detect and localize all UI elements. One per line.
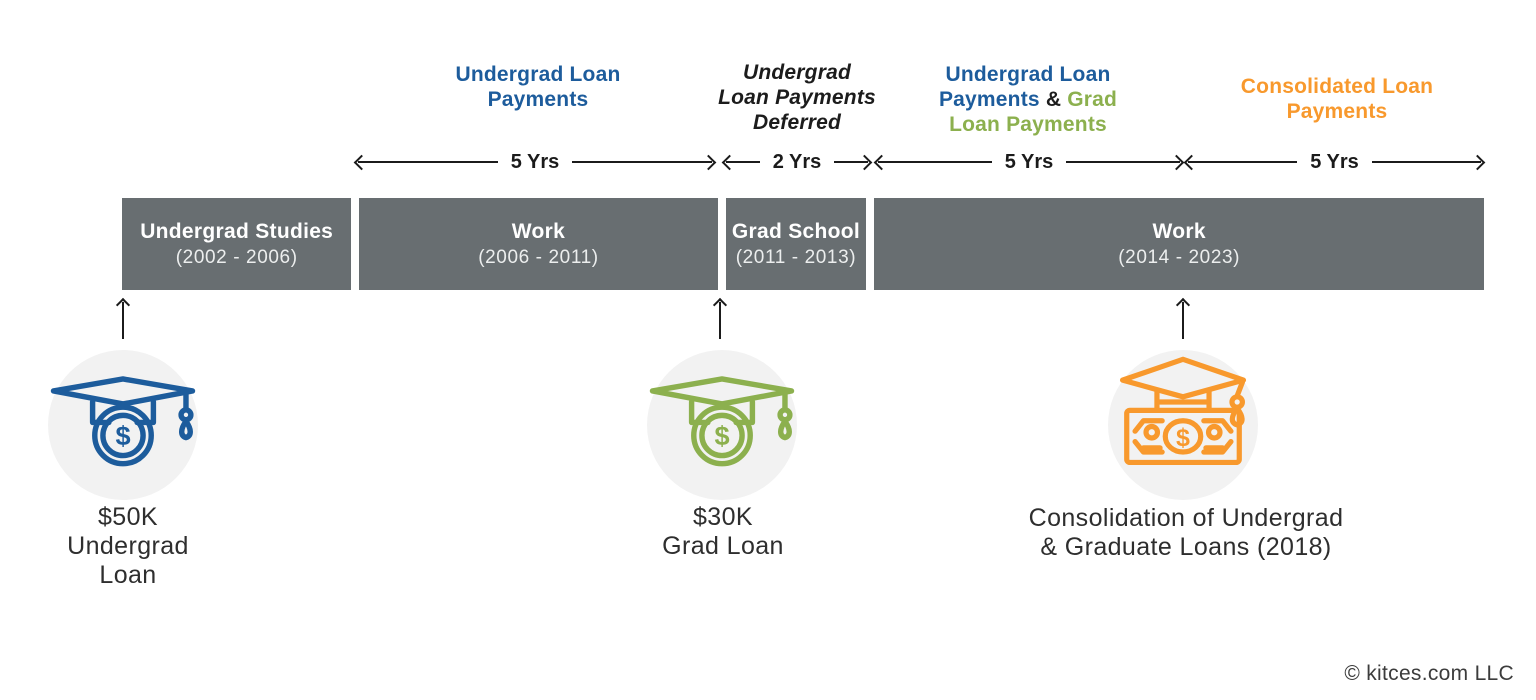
icon-background-circle	[647, 350, 797, 500]
grad-cap-coin-icon: $	[649, 376, 795, 467]
duration-label: 5 Yrs	[510, 150, 560, 173]
timeline-segment-undergrad-studies: Undergrad Studies (2002 - 2006)	[122, 198, 352, 290]
segment-title: Undergrad Studies	[140, 219, 334, 243]
arrow-stem	[718, 302, 722, 339]
segment-years: (2006 - 2011)	[478, 246, 599, 268]
arrow-line	[1371, 160, 1482, 164]
banknote-grad-cap-icon: $	[1119, 356, 1247, 466]
milestone-label-undergrad-loan: $50K Undergrad Loan	[28, 503, 228, 590]
arrow-up-head-icon	[115, 297, 131, 313]
arrow-line	[1066, 160, 1181, 164]
arrow-right-head-icon	[1168, 154, 1185, 170]
arrow-line	[878, 160, 992, 164]
milestone-label-line: & Graduate Loans (2018)	[1040, 533, 1332, 561]
arrow-right-head-icon	[700, 154, 717, 170]
segment-years: (2011 - 2013)	[735, 246, 857, 268]
arrow-up-head-icon	[712, 297, 728, 313]
arrow-line	[572, 160, 713, 164]
arrow-line	[834, 160, 869, 164]
arrow-stem	[121, 302, 125, 339]
grad-cap-coin-icon: $	[50, 376, 196, 467]
arrow-line	[358, 160, 498, 164]
milestone-label-line: $50K	[98, 503, 158, 531]
milestone-label-line: $30K	[693, 503, 753, 531]
phase-label-part-green: Grad Loan Payments	[949, 88, 1118, 136]
up-arrow-icon	[114, 297, 132, 339]
duration-arrow-5yrs-2: 5 Yrs	[873, 150, 1185, 174]
segment-years: (2002 - 2006)	[175, 246, 298, 268]
arrow-right-head-icon	[1469, 154, 1486, 170]
timeline-segment-grad-school: Grad School (2011 - 2013)	[725, 198, 867, 290]
segment-years: (2014 - 2023)	[1118, 246, 1241, 268]
arrow-right-head-icon	[856, 154, 873, 170]
arrow-left-head-icon	[873, 154, 890, 170]
arrow-line	[1188, 160, 1298, 164]
milestone-label-line: Loan	[99, 561, 157, 589]
up-arrow-icon	[1174, 297, 1192, 339]
phase-label-payments-deferred: Undergrad Loan Payments Deferred	[697, 60, 897, 135]
copyright-text: © kitces.com LLC	[1344, 662, 1514, 685]
phase-label-line: Loan Payments	[718, 86, 876, 109]
segment-title: Work	[1152, 219, 1206, 243]
arrow-up-head-icon	[1175, 297, 1191, 313]
timeline-segment-work-2: Work (2014 - 2023)	[874, 198, 1484, 290]
milestone-label-line: Consolidation of Undergrad	[1028, 504, 1344, 532]
phase-label-undergrad-payments: Undergrad Loan Payments	[455, 63, 621, 111]
duration-label: 2 Yrs	[772, 150, 822, 173]
timeline-bar: Undergrad Studies (2002 - 2006) Work (20…	[122, 198, 1484, 290]
arrow-left-head-icon	[1183, 154, 1200, 170]
duration-label: 5 Yrs	[1004, 150, 1054, 173]
phase-label-consolidated-payments: Consolidated Loan Payments	[1240, 75, 1434, 123]
svg-text:$: $	[115, 420, 130, 451]
phase-label-line: Undergrad	[743, 61, 851, 84]
phase-label-line: Deferred	[753, 111, 841, 134]
arrow-stem	[1181, 302, 1185, 339]
milestone-label-line: Undergrad	[67, 532, 189, 560]
duration-arrow-5yrs-1: 5 Yrs	[353, 150, 717, 174]
svg-text:$: $	[714, 420, 729, 451]
milestone-label-grad-loan: $30K Grad Loan	[623, 503, 823, 561]
duration-arrow-5yrs-3: 5 Yrs	[1183, 150, 1486, 174]
segment-title: Grad School	[731, 219, 861, 243]
milestone-label-line: Grad Loan	[662, 532, 784, 560]
up-arrow-icon	[711, 297, 729, 339]
svg-text:$: $	[1176, 424, 1190, 452]
arrow-left-head-icon	[353, 154, 370, 170]
phase-label-part-blue: Undergrad Loan Payments	[938, 63, 1111, 111]
arrow-left-head-icon	[721, 154, 738, 170]
phase-label-undergrad-and-grad-payments: Undergrad Loan Payments & Grad Loan Paym…	[922, 62, 1134, 137]
duration-label: 5 Yrs	[1310, 150, 1359, 173]
icon-background-circle	[48, 350, 198, 500]
milestone-label-consolidation: Consolidation of Undergrad & Graduate Lo…	[1016, 504, 1356, 562]
timeline-segment-work-1: Work (2006 - 2011)	[359, 198, 718, 290]
phase-label-ampersand: &	[1039, 88, 1068, 111]
segment-title: Work	[511, 219, 566, 243]
duration-arrow-2yrs: 2 Yrs	[721, 150, 873, 174]
arrow-line	[726, 160, 760, 164]
